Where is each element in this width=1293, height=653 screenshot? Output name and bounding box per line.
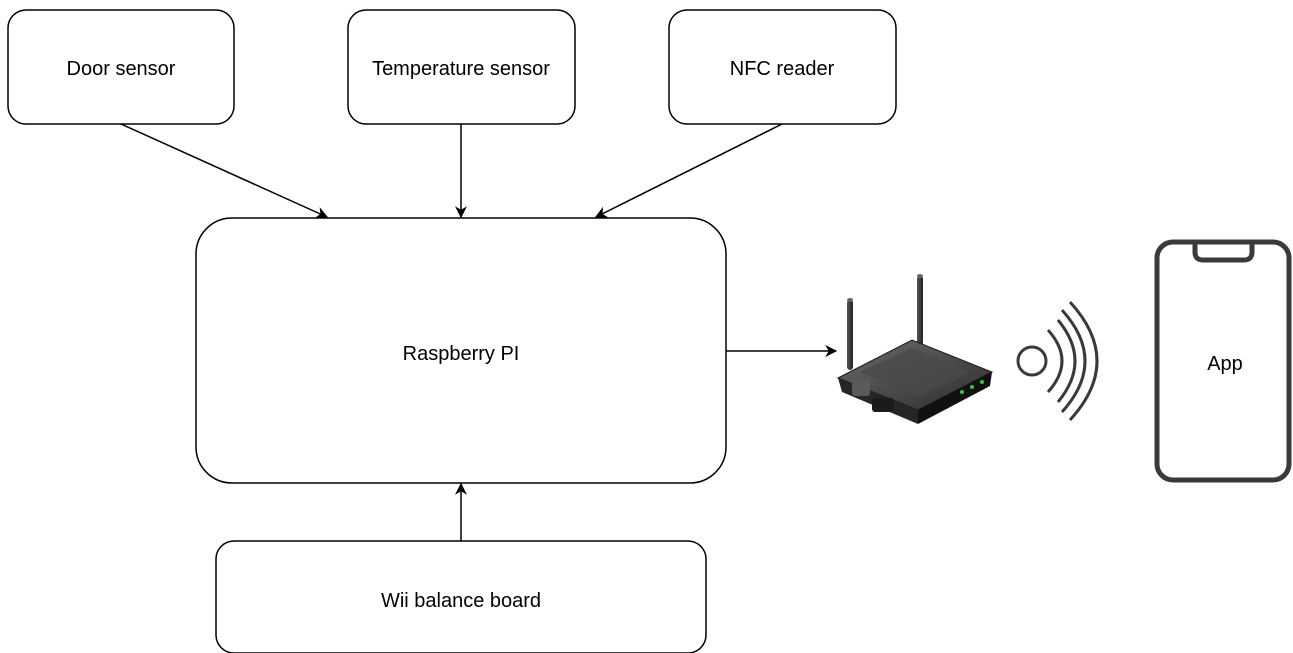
nfc-reader-node: NFC reader xyxy=(668,9,897,125)
raspberry-pi-node: Raspberry PI xyxy=(195,217,727,484)
raspberry-pi-label: Raspberry PI xyxy=(403,343,520,365)
arrow-door-to-pi xyxy=(120,123,329,219)
wifi-router-icon xyxy=(836,274,994,424)
arrow-nfc-to-pi xyxy=(594,123,783,218)
door-sensor-node: Door sensor xyxy=(7,9,235,125)
app-node: App xyxy=(1154,239,1292,483)
temperature-sensor-node: Temperature sensor xyxy=(347,9,576,125)
wii-balance-board-label: Wii balance board xyxy=(381,590,541,612)
wireless-signal-icon xyxy=(1016,300,1099,422)
nfc-reader-label: NFC reader xyxy=(730,58,835,80)
temperature-sensor-label: Temperature sensor xyxy=(372,58,550,80)
app-label: App xyxy=(1207,353,1243,375)
smartphone-icon xyxy=(1154,239,1292,483)
door-sensor-label: Door sensor xyxy=(67,58,176,80)
wii-balance-board-node: Wii balance board xyxy=(215,540,707,653)
